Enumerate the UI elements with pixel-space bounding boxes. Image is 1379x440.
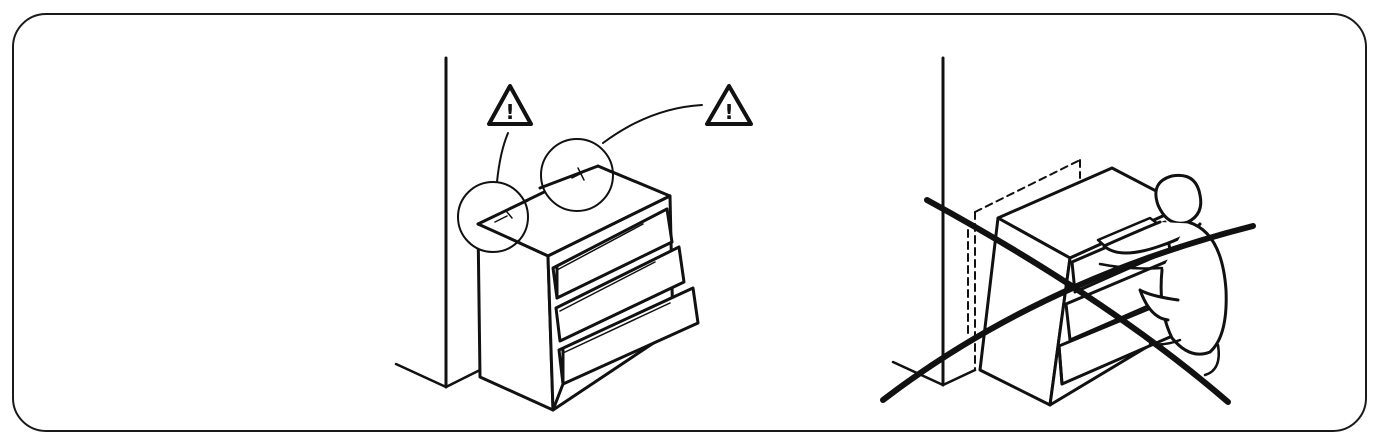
anchor-point-highlights [457, 104, 703, 253]
child-figure [1098, 173, 1228, 377]
warning-mark: ! [505, 100, 514, 124]
warning-mark: ! [724, 100, 733, 124]
incorrect-usage-panel [880, 56, 1256, 407]
wall [394, 56, 482, 389]
original-position-outline [967, 159, 1081, 371]
warning-triangle-icon: ! [705, 84, 753, 126]
warning-triangle-icon: ! [487, 84, 533, 126]
cross-out-icon [880, 197, 1256, 405]
instruction-frame [12, 13, 1367, 432]
correct-usage-panel: ! ! [394, 56, 753, 412]
